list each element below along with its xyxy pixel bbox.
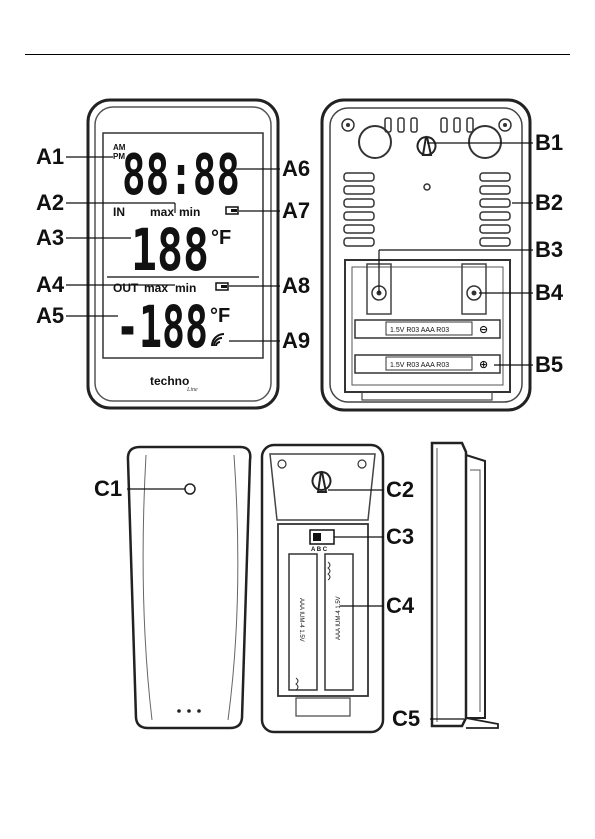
signal-icon	[212, 334, 224, 346]
callout-a8: A8	[282, 275, 310, 297]
base-station-front: AM PM 88:88 IN max min 188 °F OUT max mi…	[88, 100, 278, 408]
callout-a6: A6	[282, 158, 310, 180]
callout-c5: C5	[392, 708, 420, 730]
callout-a7: A7	[282, 200, 310, 222]
battery-label-bottom: 1.5V R03 AAA R03	[390, 362, 449, 369]
callout-b3: B3	[535, 239, 563, 261]
callout-b4: B4	[535, 282, 563, 304]
battery-label-top: 1.5V R03 AAA R03	[390, 327, 449, 334]
indoor-label: IN	[113, 205, 125, 219]
callout-a3: A3	[36, 227, 64, 249]
svg-text:⊕: ⊕	[479, 358, 488, 371]
sensor-side	[432, 443, 498, 728]
callout-c4: C4	[386, 595, 414, 617]
callout-a5: A5	[36, 305, 64, 327]
time-digits: 88:88	[122, 143, 240, 208]
base-station-back: 1.5V R03 AAA R03 ⊖ 1.5V R03 AAA R03 ⊕	[322, 100, 530, 410]
svg-text:⊖: ⊖	[479, 323, 488, 336]
callout-c3: C3	[386, 526, 414, 548]
callout-b1: B1	[535, 132, 563, 154]
indoor-temp-digits: 188	[131, 216, 209, 284]
sensor-battery-label-right: AAA IUM-4 1.5V	[336, 596, 342, 640]
indoor-unit: °F	[211, 227, 231, 249]
brand-logo: techno	[150, 374, 189, 388]
brand-sub: Line	[186, 387, 198, 393]
callout-a2: A2	[36, 192, 64, 214]
callout-b5: B5	[535, 354, 563, 376]
callout-c1: C1	[94, 478, 122, 500]
callout-a9: A9	[282, 330, 310, 352]
sensor-back: A B C AAA IUM-4 1.5V AAA IUM-4 1.5V	[262, 445, 383, 732]
outdoor-unit: °F	[210, 305, 230, 327]
callout-b2: B2	[535, 192, 563, 214]
outdoor-temp-digits: -188	[116, 293, 208, 361]
callout-c2: C2	[386, 479, 414, 501]
callout-a4: A4	[36, 274, 64, 296]
sensor-battery-label-left: AAA IUM-4 1.5V	[298, 598, 304, 642]
callout-a1: A1	[36, 146, 64, 168]
channel-switch-label: A B C	[311, 547, 328, 553]
